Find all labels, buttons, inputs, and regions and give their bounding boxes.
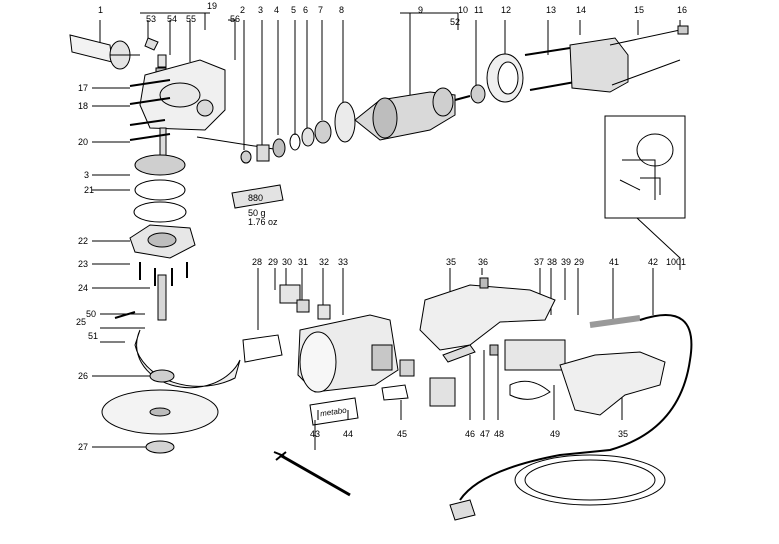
nameplate-logo: metabo	[320, 406, 348, 419]
part-callout-42: 42	[648, 257, 658, 267]
part-callout-44: 44	[343, 429, 353, 439]
part-callout-20: 20	[78, 137, 88, 147]
part-callout-35: 35	[446, 257, 456, 267]
part-callout-5: 5	[291, 5, 296, 15]
part-callout-6: 6	[303, 5, 308, 15]
part-callout-31: 31	[298, 257, 308, 267]
part-callout-46: 46	[465, 429, 475, 439]
part-callout-25: 25	[76, 317, 86, 327]
part-callout-3: 3	[84, 170, 89, 180]
part-callout-49: 49	[550, 429, 560, 439]
part-callout-2: 2	[240, 5, 245, 15]
part-callout-19: 19	[207, 1, 217, 11]
part-callout-23: 23	[78, 259, 88, 269]
part-callout-13: 13	[546, 5, 556, 15]
part-callout-36: 36	[478, 257, 488, 267]
part-callout-32: 32	[319, 257, 329, 267]
part-callout-29: 29	[574, 257, 584, 267]
grease-tube-number: 880	[248, 193, 263, 203]
part-callout-55: 55	[186, 14, 196, 24]
part-callout-41: 41	[609, 257, 619, 267]
part-callout-4: 4	[274, 5, 279, 15]
part-callout-43: 43	[310, 429, 320, 439]
part-callout-15: 15	[634, 5, 644, 15]
part-callout-39: 39	[561, 257, 571, 267]
part-callout-45: 45	[397, 429, 407, 439]
part-callout-16: 16	[677, 5, 687, 15]
part-callout-12: 12	[501, 5, 511, 15]
part-callout-18: 18	[78, 101, 88, 111]
part-callout-33: 33	[338, 257, 348, 267]
part-callout-47: 47	[480, 429, 490, 439]
part-callout-56: 56	[230, 14, 240, 24]
part-callout-29: 29	[268, 257, 278, 267]
part-callout-8: 8	[339, 5, 344, 15]
part-callout-38: 38	[547, 257, 557, 267]
part-callout-53: 53	[146, 14, 156, 24]
part-callout-48: 48	[494, 429, 504, 439]
part-callout-52: 52	[450, 17, 460, 27]
part-callout-26: 26	[78, 371, 88, 381]
part-callout-30: 30	[282, 257, 292, 267]
grease-weight-ounces: 1.76 oz	[248, 217, 278, 227]
part-callout-22: 22	[78, 236, 88, 246]
part-callout-1001: 1001	[666, 257, 686, 267]
part-callout-54: 54	[167, 14, 177, 24]
part-callout-17: 17	[78, 83, 88, 93]
part-callout-24: 24	[78, 283, 88, 293]
part-callout-51: 51	[88, 331, 98, 341]
grease-weight-grams: 50 g	[248, 208, 266, 218]
part-callout-7: 7	[318, 5, 323, 15]
part-callout-50: 50	[86, 309, 96, 319]
part-callout-21: 21	[84, 185, 94, 195]
part-callout-10: 10	[458, 5, 468, 15]
part-callout-3: 3	[258, 5, 263, 15]
part-callout-28: 28	[252, 257, 262, 267]
part-callout-35: 35	[618, 429, 628, 439]
part-callout-14: 14	[576, 5, 586, 15]
part-callout-37: 37	[534, 257, 544, 267]
part-callout-9: 9	[418, 5, 423, 15]
part-callout-27: 27	[78, 442, 88, 452]
part-callout-11: 11	[474, 5, 483, 15]
part-callout-1: 1	[98, 5, 103, 15]
